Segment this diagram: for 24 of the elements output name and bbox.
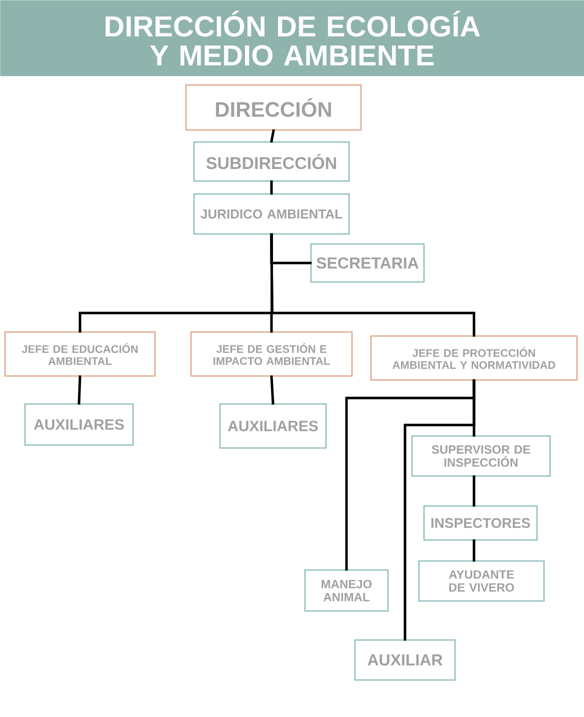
connector-line bbox=[270, 375, 274, 405]
org-box: JEFE DE GESTIÓN E IMPACTO AMBIENTAL bbox=[190, 331, 353, 377]
org-box: SUBDIRECCIÓN bbox=[193, 141, 350, 182]
connector-line bbox=[404, 379, 476, 641]
connector-line bbox=[472, 539, 476, 562]
org-box: JURIDICO AMBIENTAL bbox=[193, 193, 350, 235]
connector-line bbox=[270, 180, 273, 195]
connector-line bbox=[270, 129, 275, 143]
connector-line bbox=[270, 233, 312, 264]
connector-line bbox=[472, 475, 476, 507]
org-box: DIRECCIÓN bbox=[185, 84, 362, 131]
connector-line bbox=[270, 233, 476, 337]
org-box: SECRETARIA bbox=[310, 243, 425, 283]
org-box: AUXILIAR bbox=[354, 639, 456, 681]
org-box: JEFE DE EDUCACIÓN AMBIENTAL bbox=[4, 331, 156, 377]
title-banner: DIRECCIÓN DE ECOLOGÍA Y MEDIO AMBIENTE bbox=[0, 0, 584, 76]
org-box: JEFE DE PROTECCIÓN AMBIENTAL Y NORMATIVIDAD bbox=[370, 335, 578, 381]
connector-line bbox=[78, 375, 82, 405]
org-box: AUXILIARES bbox=[219, 403, 327, 449]
org-box: AYUDANTE DE VIVERO bbox=[418, 560, 545, 602]
org-box: MANEJO ANIMAL bbox=[304, 569, 389, 612]
org-box: SUPERVISOR DE INSPECCIÓN bbox=[411, 435, 551, 477]
org-box: AUXILIARES bbox=[24, 403, 134, 446]
org-box: INSPECTORES bbox=[423, 505, 538, 541]
